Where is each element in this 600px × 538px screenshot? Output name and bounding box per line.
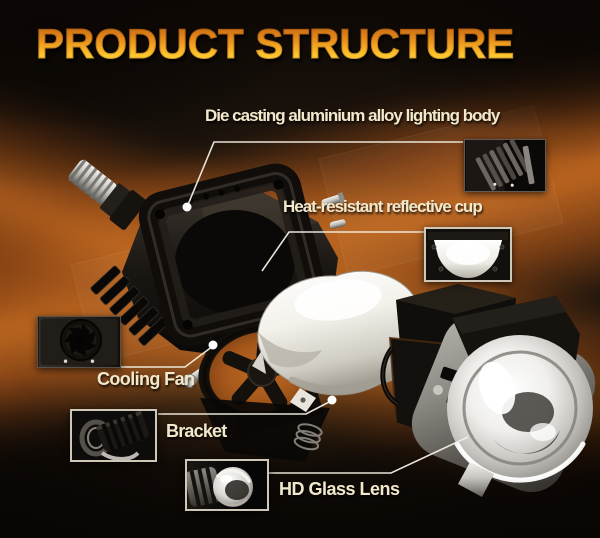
reflective-cup-photo-icon — [426, 229, 510, 280]
callout-line-reflective-cup — [261, 231, 424, 272]
inset-photo-hd-glass-lens — [185, 459, 269, 511]
inset-photo-cooling-fan — [37, 316, 121, 368]
callout-line-hd-glass-lens — [269, 436, 469, 474]
hd-glass-lens-part — [411, 296, 596, 497]
label-lighting-body: Die casting aluminium alloy lighting bod… — [205, 106, 500, 125]
inset-photo-lighting-body — [464, 139, 546, 192]
cooling-fan-photo-icon — [38, 317, 120, 367]
callout-line-lighting-body — [186, 141, 463, 208]
label-hd-glass-lens: HD Glass Lens — [279, 479, 400, 499]
bracket-photo-icon — [72, 411, 155, 460]
spring-part — [293, 423, 323, 451]
hd-glass-lens-photo-icon — [187, 461, 267, 509]
page-title: PRODUCT STRUCTURE — [35, 20, 515, 68]
callout-dot-lighting-body — [182, 202, 192, 212]
label-bracket: Bracket — [166, 421, 227, 441]
callout-dot-bracket — [327, 395, 337, 405]
label-cooling-fan: Cooling Fan — [97, 369, 195, 389]
heatsink-photo-icon — [466, 140, 544, 191]
callout-line-bracket — [158, 400, 332, 415]
callout-dot-cooling-fan — [208, 340, 218, 350]
inset-photo-reflective-cup — [424, 227, 512, 282]
inset-photo-bracket — [70, 409, 157, 462]
label-reflective-cup: Heat-resistant reflective cup — [283, 197, 483, 216]
